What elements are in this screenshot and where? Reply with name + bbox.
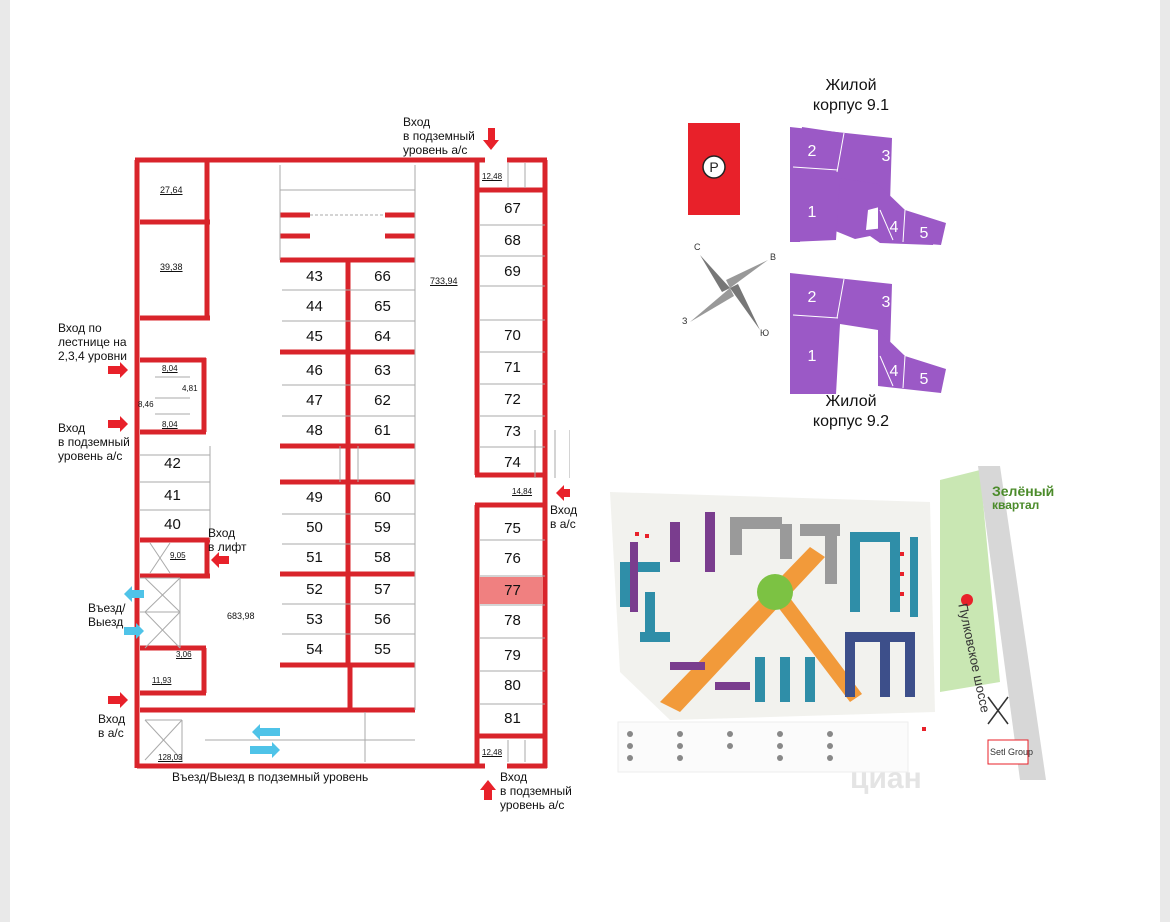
building-9-1-title: Жилой корпус 9.1 — [812, 77, 890, 114]
parking-spot-41[interactable]: 41 — [164, 487, 181, 504]
watermark: циан — [850, 762, 922, 795]
location-marker-icon — [961, 594, 973, 606]
parking-spot-75[interactable]: 75 — [504, 520, 521, 537]
parking-spot-80[interactable]: 80 — [504, 677, 521, 694]
parking-spot-61[interactable]: 61 — [374, 422, 391, 439]
entrance-as-left-label: Вход в а/с — [98, 712, 126, 740]
section-5-label: 5 — [920, 225, 929, 242]
area-label: 8,04 — [162, 420, 178, 429]
site-plan: Зелёный квартал Пулковское шоссе Setl Gr… — [600, 462, 1054, 795]
entry-exit-label: Въезд/ Выезд — [88, 601, 126, 629]
area-label: 4,81 — [182, 384, 198, 393]
developer-logo: Setl Group — [990, 747, 1034, 757]
area-label: 3,06 — [176, 650, 192, 659]
parking-spot-57[interactable]: 57 — [374, 581, 391, 598]
section-3-label: 3 — [882, 294, 891, 311]
parking-spot-74[interactable]: 74 — [504, 454, 521, 471]
area-label: 8,46 — [138, 400, 154, 409]
entrance-top-label: Вход в подземный уровень а/с — [403, 115, 475, 157]
section-3-label: 3 — [882, 148, 891, 165]
svg-text:В: В — [770, 252, 776, 262]
area-label: 733,94 — [430, 276, 458, 286]
section-5-label: 5 — [920, 371, 929, 388]
parking-spot-42[interactable]: 42 — [164, 455, 181, 472]
parking-spot-50[interactable]: 50 — [306, 519, 323, 536]
entrance-lift-label: Вход в лифт — [208, 526, 247, 554]
parking-floor-plan — [108, 128, 570, 800]
bottom-caption: Въезд/Выезд в подземный уровень — [172, 770, 369, 784]
parking-spot-59[interactable]: 59 — [374, 519, 391, 536]
project-logo: Зелёный квартал — [992, 483, 1055, 512]
site-compass-icon — [987, 696, 1009, 725]
red-arrows — [108, 128, 570, 800]
section-1-label: 1 — [808, 348, 817, 365]
parking-spot-76[interactable]: 76 — [504, 550, 521, 567]
parking-spot-64[interactable]: 64 — [374, 328, 391, 345]
area-label: 11,93 — [152, 676, 172, 685]
building-9-2 — [790, 273, 892, 394]
area-label: 683,98 — [227, 611, 255, 621]
section-1-label: 1 — [808, 204, 817, 221]
parking-spot-47[interactable]: 47 — [306, 392, 323, 409]
parking-spot-67[interactable]: 67 — [504, 200, 521, 217]
park-area — [940, 470, 1000, 692]
parking-spot-51[interactable]: 51 — [306, 549, 323, 566]
parking-spot-65[interactable]: 65 — [374, 298, 391, 315]
parking-spot-62[interactable]: 62 — [374, 392, 391, 409]
parking-spot-45[interactable]: 45 — [306, 328, 323, 345]
parking-spot-52[interactable]: 52 — [306, 581, 323, 598]
area-label: 12,48 — [482, 748, 503, 757]
entrance-as-right-label: Вход в а/с — [550, 503, 578, 531]
parking-spot-54[interactable]: 54 — [306, 641, 323, 658]
building-9-2-title: Жилой корпус 9.2 — [812, 393, 890, 430]
area-label: 9,05 — [170, 551, 186, 560]
parking-spot-73[interactable]: 73 — [504, 423, 521, 440]
parking-spot-60[interactable]: 60 — [374, 489, 391, 506]
parking-spot-58[interactable]: 58 — [374, 549, 391, 566]
parking-spot-66[interactable]: 66 — [374, 268, 391, 285]
parking-spot-46[interactable]: 46 — [306, 362, 323, 379]
blue-arrows — [124, 586, 280, 758]
parking-spot-77[interactable]: 77 — [504, 582, 521, 599]
parking-spot-70[interactable]: 70 — [504, 327, 521, 344]
parking-spot-63[interactable]: 63 — [374, 362, 391, 379]
parking-spot-69[interactable]: 69 — [504, 263, 521, 280]
parking-spot-78[interactable]: 78 — [504, 612, 521, 629]
area-label: 39,38 — [160, 262, 183, 272]
section-4-label: 4 — [890, 219, 899, 236]
parking-spot-53[interactable]: 53 — [306, 611, 323, 628]
entrance-stairs-label: Вход по лестнице на 2,3,4 уровни — [58, 321, 127, 363]
svg-text:З: З — [682, 316, 687, 326]
spot-77-highlight[interactable] — [479, 577, 543, 604]
parking-spot-44[interactable]: 44 — [306, 298, 323, 315]
area-label: 128,03 — [158, 753, 183, 762]
parking-spot-40[interactable]: 40 — [164, 516, 181, 533]
page: Вход в подземный уровень а/с Вход по лес… — [10, 0, 1160, 922]
parking-spot-81[interactable]: 81 — [504, 710, 521, 727]
compass-icon: С В З Ю — [682, 242, 776, 338]
entrance-bottom-label: Вход в подземный уровень а/с — [500, 770, 572, 812]
parking-spot-72[interactable]: 72 — [504, 391, 521, 408]
parking-spot-56[interactable]: 56 — [374, 611, 391, 628]
area-label: 12,48 — [482, 172, 503, 181]
parking-spot-68[interactable]: 68 — [504, 232, 521, 249]
parking-spot-79[interactable]: 79 — [504, 647, 521, 664]
svg-text:Ю: Ю — [760, 328, 769, 338]
section-4-label: 4 — [890, 363, 899, 380]
road — [978, 466, 1046, 780]
entrance-underground-label: Вход в подземный уровень а/с — [58, 421, 130, 463]
building-legend: P 2 3 1 4 5 2 3 1 4 5 С В З Ю — [682, 123, 946, 394]
svg-text:С: С — [694, 242, 701, 252]
area-label: 8,04 — [162, 364, 178, 373]
parking-spot-55[interactable]: 55 — [374, 641, 391, 658]
parking-spot-43[interactable]: 43 — [306, 268, 323, 285]
parking-spot-48[interactable]: 48 — [306, 422, 323, 439]
area-label: 27,64 — [160, 185, 183, 195]
parking-symbol: P — [709, 159, 718, 175]
parking-spot-71[interactable]: 71 — [504, 359, 521, 376]
section-2-label: 2 — [808, 143, 817, 160]
section-2-label: 2 — [808, 289, 817, 306]
area-label: 14,84 — [512, 487, 533, 496]
parking-spot-49[interactable]: 49 — [306, 489, 323, 506]
